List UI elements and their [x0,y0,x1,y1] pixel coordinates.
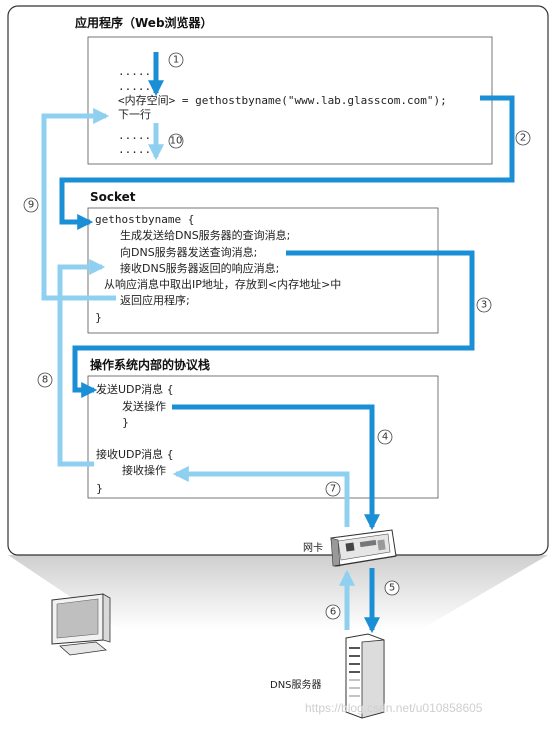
app-title: 应用程序（Web浏览器） [75,15,213,30]
socket-line: 向DNS服务器发送查询消息; [120,245,257,259]
app-line: 下一行 [118,108,151,121]
step-marker: 4 [377,429,393,445]
step-marker: 3 [476,297,492,313]
step-marker: 8 [37,372,53,388]
dns-server-label: DNS服务器 [270,678,322,691]
arrow-step-3 [72,250,475,399]
recv-op-label: 接收操作 [122,463,166,477]
dns-server-icon [345,633,385,719]
step-marker: 5 [384,580,400,596]
arrow-step-8 [57,258,106,467]
floor-shadow [8,555,548,630]
app-line: ..... [118,65,151,78]
socket-line: 生成发送给DNS服务器的查询消息; [120,228,290,242]
watermark: https://blog.csdn.net/u010858605 [305,701,483,715]
socket-box [87,207,439,334]
step-marker: 6 [325,604,341,620]
svg-text:4: 4 [382,432,388,443]
socket-line: 接收DNS服务器返回的响应消息; [120,261,279,275]
arrow-step-2 [59,95,515,231]
arrow-step-4 [172,404,381,531]
step-marker: 1 [168,52,184,68]
app-line: <内存空间> = gethostbyname("www.lab.glasscom… [118,93,447,107]
send-udp-label: 发送UDP消息 { [96,382,174,396]
svg-text:10: 10 [170,136,183,147]
step-marker: 7 [325,481,341,497]
app-line: ..... [118,129,151,142]
recv-udp-label: 接收UDP消息 { [96,447,174,461]
socket-title: Socket [90,190,136,204]
svg-text:8: 8 [42,375,48,386]
svg-text:1: 1 [173,55,179,66]
send-close: } [122,416,129,429]
arrow-step-7 [172,465,350,527]
monitor-icon [51,593,111,656]
svg-text:2: 2 [520,133,526,144]
send-op-label: 发送操作 [122,399,166,413]
svg-text:9: 9 [28,200,34,211]
arrow-step-9 [41,107,116,301]
recv-close: } [96,482,103,495]
step-marker: 2 [515,130,531,146]
os-title: 操作系统内部的协议栈 [90,357,210,372]
svg-text:5: 5 [389,583,395,594]
svg-text:6: 6 [330,607,336,618]
svg-text:7: 7 [330,484,336,495]
socket-line: 从响应消息中取出IP地址，存放到<内存地址>中 [104,277,341,291]
app-line: ..... [118,80,151,93]
socket-func: gethostbyname { [95,213,194,226]
socket-line: } [95,311,102,324]
step-marker: 10 [168,133,184,149]
svg-text:3: 3 [481,300,487,311]
socket-line: 返回应用程序; [120,293,190,307]
nic-label: 网卡 [303,541,323,554]
app-line: ..... [118,143,151,156]
network-card-icon [330,529,397,567]
step-marker: 9 [23,197,39,213]
